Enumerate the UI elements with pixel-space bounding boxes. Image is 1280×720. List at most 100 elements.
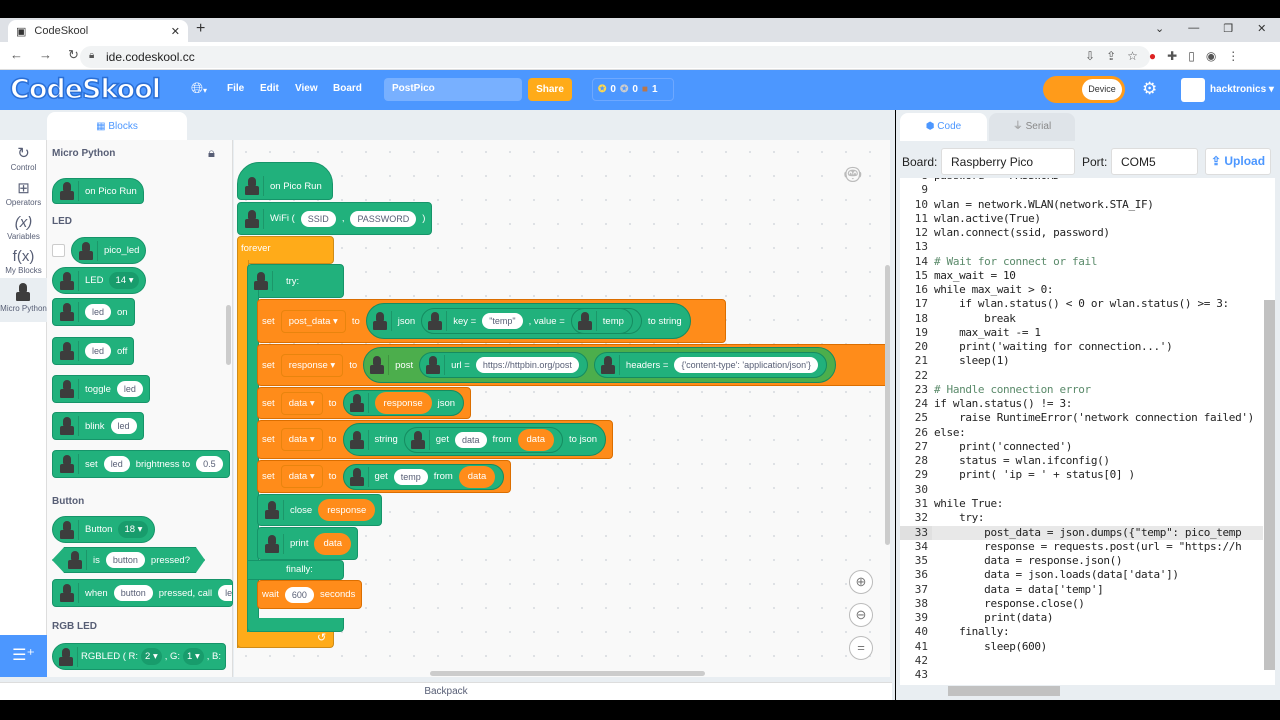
- category-control[interactable]: ↻Control: [0, 145, 47, 172]
- extensions-icon[interactable]: ✚: [1167, 49, 1178, 63]
- menu-icon[interactable]: ⋮: [1227, 49, 1240, 63]
- code-line[interactable]: 22: [900, 368, 1263, 383]
- data-variable[interactable]: data: [458, 465, 496, 488]
- new-tab-button[interactable]: +: [196, 20, 206, 37]
- tab-serial[interactable]: ⏚ Serial: [989, 113, 1075, 141]
- code-line[interactable]: 32 try:: [900, 511, 1263, 526]
- category-my-blocks[interactable]: f(x)My Blocks: [0, 248, 47, 275]
- button-input[interactable]: button: [113, 585, 153, 601]
- install-icon[interactable]: ⇩: [1085, 49, 1096, 63]
- code-line[interactable]: 20 print('waiting for connection...'): [900, 340, 1263, 355]
- share-button[interactable]: Share: [528, 78, 572, 101]
- callback-input[interactable]: led_on_c: [218, 585, 232, 601]
- settings-gear-icon[interactable]: ⚙: [1142, 79, 1158, 98]
- led-input[interactable]: led: [85, 304, 112, 320]
- led-input[interactable]: led: [103, 456, 130, 472]
- language-globe-icon[interactable]: 🌐︎▾: [191, 80, 208, 97]
- forward-icon[interactable]: →: [39, 47, 52, 62]
- menu-board[interactable]: Board: [333, 83, 362, 94]
- zoom-out-button[interactable]: ⊖: [849, 603, 873, 627]
- lock-icon[interactable]: 🔒︎: [208, 145, 215, 160]
- password-input[interactable]: PASSWORD: [350, 210, 417, 227]
- user-menu[interactable]: hacktronics ▾: [1210, 84, 1274, 95]
- ssid-input[interactable]: SSID: [300, 210, 336, 227]
- variable-dropdown[interactable]: response ▾: [280, 353, 344, 377]
- led-input[interactable]: led: [116, 381, 143, 397]
- variable-dropdown[interactable]: data ▾: [280, 428, 323, 451]
- variable-dropdown[interactable]: data ▾: [280, 465, 323, 488]
- add-extension-button[interactable]: ☰⁺: [0, 635, 47, 677]
- code-line[interactable]: 43: [900, 668, 1263, 683]
- upload-button[interactable]: ⇪ Upload: [1205, 148, 1271, 175]
- user-avatar[interactable]: [1181, 78, 1205, 102]
- zoom-reset-button[interactable]: =: [849, 636, 873, 660]
- code-line[interactable]: 27 print('connected'): [900, 439, 1263, 455]
- back-icon[interactable]: ←: [10, 47, 23, 62]
- temp-reporter[interactable]: temp: [570, 308, 633, 334]
- menu-view[interactable]: View: [295, 83, 318, 94]
- code-line[interactable]: 14# Wait for connect or fail: [900, 254, 1263, 269]
- led-input[interactable]: led: [110, 418, 137, 434]
- category-operators[interactable]: ⊞Operators: [0, 180, 47, 207]
- blocks-workspace[interactable]: 🤖︎ forever ↺ try: finally: on Pico Run W…: [234, 140, 890, 677]
- code-line[interactable]: 41 sleep(600): [900, 639, 1263, 654]
- code-line[interactable]: 8password = 'PASSWORD': [900, 178, 1263, 184]
- close-tab-icon[interactable]: ✕: [170, 25, 180, 38]
- headers-input[interactable]: {'content-type': 'application/json'}: [674, 357, 818, 373]
- code-line[interactable]: 21 sleep(1): [900, 354, 1263, 369]
- sidebar-icon[interactable]: ▯: [1188, 49, 1195, 63]
- browser-tab[interactable]: ▣CodeSkool✕: [8, 20, 188, 42]
- code-line[interactable]: 25 raise RuntimeError('network connectio…: [900, 411, 1263, 426]
- code-line[interactable]: 39 print(data): [900, 611, 1263, 626]
- wifi-block[interactable]: WiFi (SSID,PASSWORD): [237, 202, 433, 235]
- code-line[interactable]: 30: [900, 482, 1263, 497]
- brightness-input[interactable]: 0.5: [196, 456, 223, 472]
- code-line[interactable]: 36 data = json.loads(data['data']): [900, 568, 1263, 583]
- response-variable[interactable]: response: [374, 392, 432, 414]
- profile-avatar[interactable]: ◉: [1205, 49, 1217, 63]
- category-variables[interactable]: (x)Variables: [0, 214, 47, 241]
- palette-scrollbar[interactable]: [226, 305, 231, 365]
- maximize-icon[interactable]: ❐: [1223, 23, 1234, 35]
- palette-block-pico-led[interactable]: pico_led: [71, 237, 147, 264]
- backpack-bar[interactable]: Backpack: [0, 682, 892, 700]
- workspace-horizontal-scrollbar[interactable]: [430, 671, 705, 676]
- g-dropdown[interactable]: 1 ▾: [183, 648, 204, 665]
- forever-block[interactable]: [237, 236, 334, 264]
- reload-icon[interactable]: ↻: [68, 47, 79, 62]
- key-input[interactable]: temp: [393, 468, 428, 485]
- menu-edit[interactable]: Edit: [260, 83, 279, 94]
- tab-code[interactable]: ⬢ Code: [900, 113, 987, 141]
- code-line[interactable]: 38 response.close(): [900, 596, 1263, 612]
- adblock-icon[interactable]: ●: [1148, 49, 1157, 63]
- url-reporter[interactable]: url =https://httpbin.org/post: [419, 352, 588, 378]
- code-line[interactable]: 19 max_wait -= 1: [900, 325, 1263, 341]
- pico-led-checkbox[interactable]: [52, 244, 65, 257]
- key-value-reporter[interactable]: key ="temp", value =temp: [421, 308, 642, 334]
- medals-counter[interactable]: ✪0✪0■1: [592, 78, 674, 101]
- code-line[interactable]: 18 break: [900, 311, 1263, 326]
- code-line[interactable]: 37 data = data['temp']: [900, 582, 1263, 597]
- palette-block-on-pico-run[interactable]: on Pico Run: [52, 178, 144, 204]
- code-line[interactable]: 34 response = requests.post(url = "https…: [900, 539, 1263, 554]
- on-pico-run-hat-block[interactable]: on Pico Run: [237, 162, 333, 200]
